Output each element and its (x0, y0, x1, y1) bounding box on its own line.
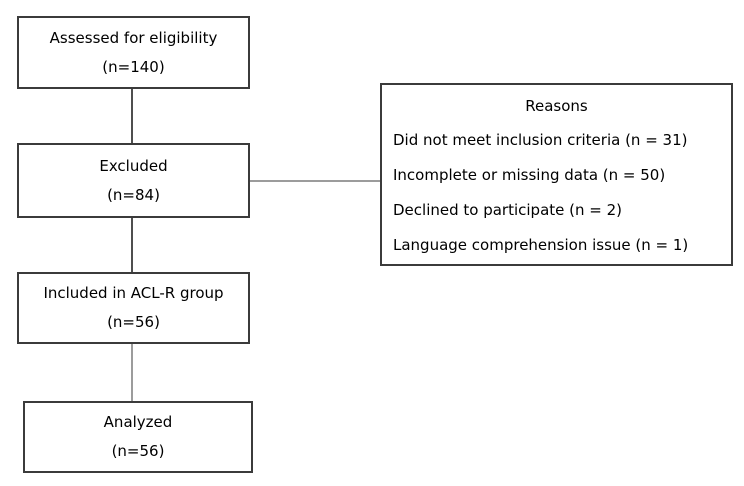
box-analyzed-count: (n=56) (111, 442, 165, 460)
box-excluded-label: Excluded (99, 156, 168, 175)
box-analyzed: Analyzed (n=56) (23, 401, 253, 473)
box-included-count: (n=56) (107, 313, 160, 331)
box-assessed-count: (n=140) (102, 57, 165, 76)
box-assessed-for-eligibility: Assessed for eligibility (n=140) (17, 16, 250, 89)
box-included-label: Included in ACL-R group (43, 284, 224, 302)
connector-assessed-to-excluded (131, 89, 133, 143)
connector-excluded-to-reasons (250, 180, 380, 182)
reason-item-declined: Declined to participate (n = 2) (393, 201, 623, 219)
reason-item-missing-data: Incomplete or missing data (n = 50) (393, 166, 666, 184)
box-excluded-count: (n=84) (107, 185, 160, 204)
connector-excluded-to-included (131, 218, 133, 272)
reason-item-inclusion-criteria: Did not meet inclusion criteria (n = 31) (393, 131, 688, 149)
reason-item-language: Language comprehension issue (n = 1) (393, 236, 689, 254)
box-analyzed-label: Analyzed (103, 413, 173, 431)
connector-included-to-analyzed (131, 344, 133, 401)
box-included-acl-r-group: Included in ACL-R group (n=56) (17, 272, 250, 344)
box-excluded: Excluded (n=84) (17, 143, 250, 218)
reasons-title: Reasons (525, 97, 588, 115)
box-reasons: Reasons Did not meet inclusion criteria … (380, 83, 733, 266)
box-assessed-label: Assessed for eligibility (49, 28, 218, 47)
